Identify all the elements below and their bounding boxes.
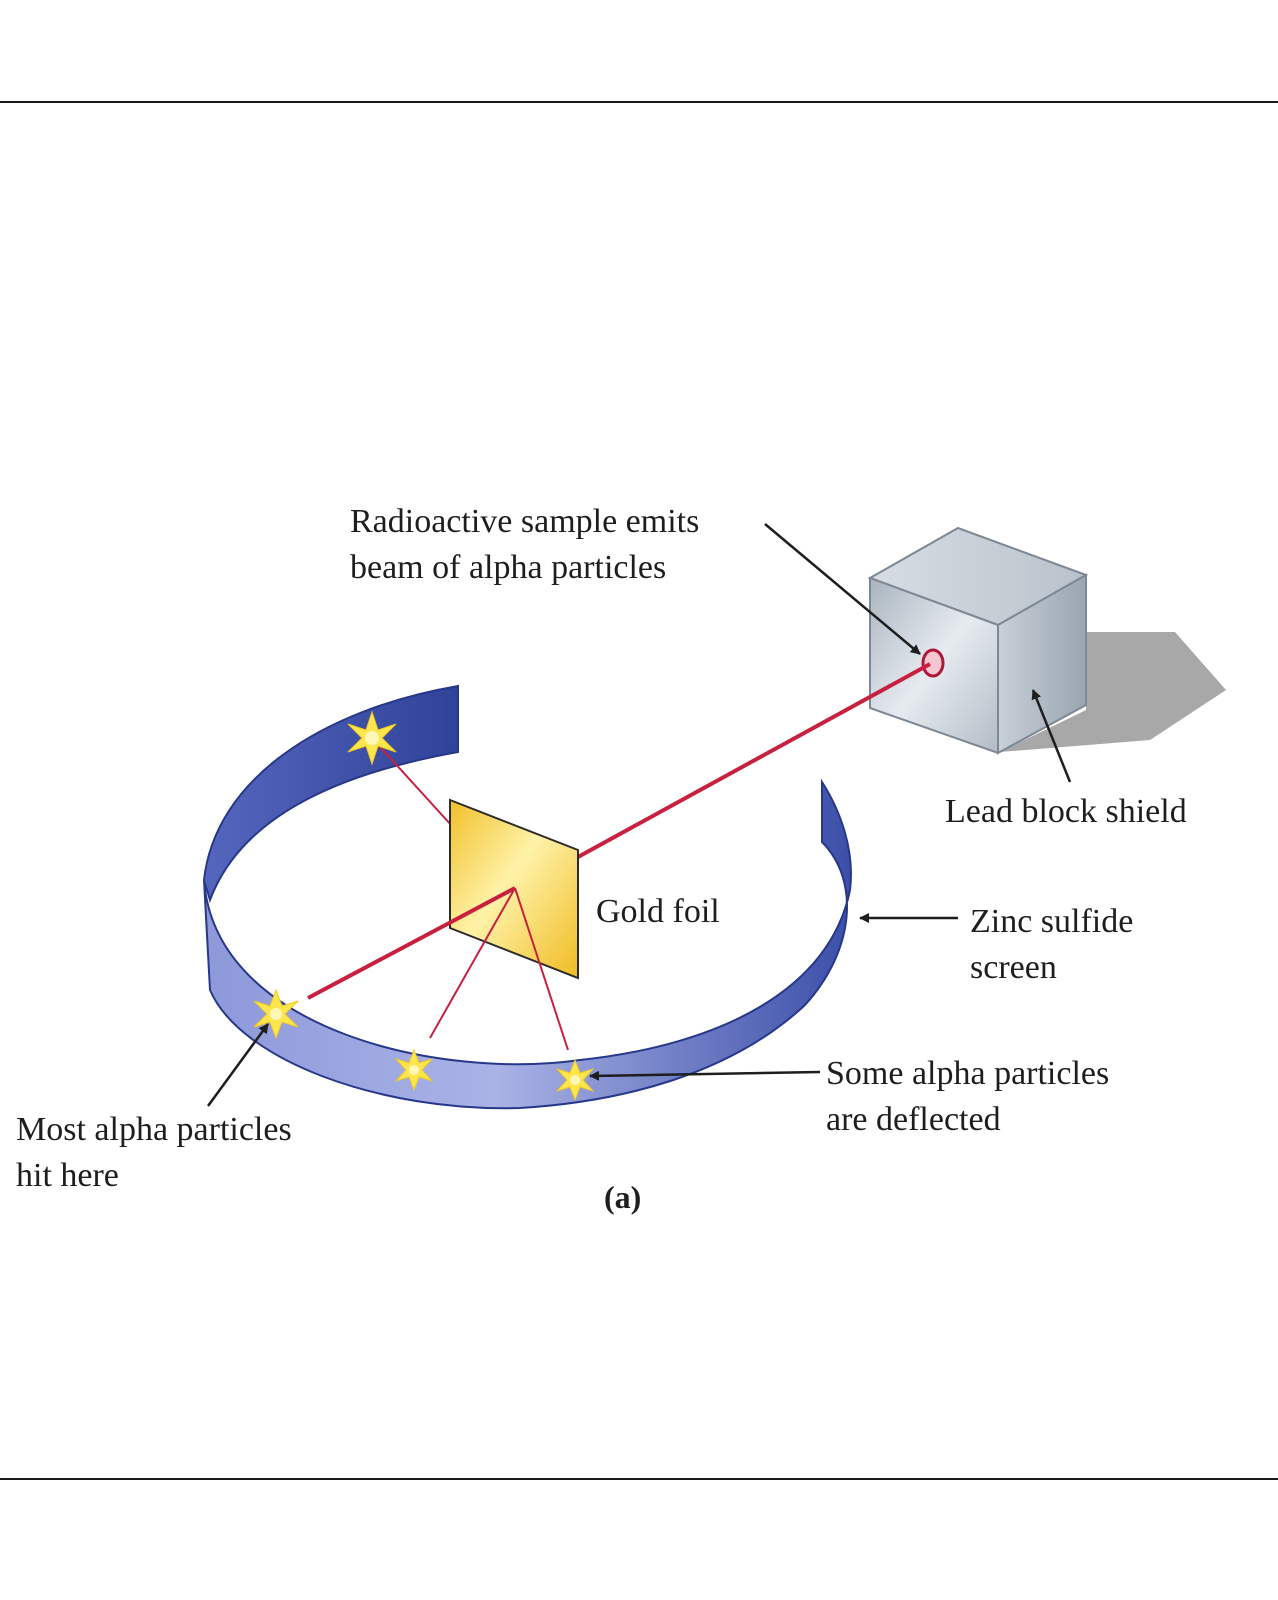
deflected-beam-2	[514, 887, 569, 1051]
label-zinc-line2: screen	[970, 949, 1057, 986]
alpha-beam-paths-front	[307, 886, 569, 1051]
block-side-face	[997, 573, 1087, 755]
screen-front-outer-surface	[203, 778, 852, 1110]
bottom-rule	[0, 1478, 1278, 1480]
flash-star-icon	[347, 710, 397, 766]
block-shadow	[1000, 632, 1226, 752]
label-radioactive-line2: beam of alpha particles	[350, 549, 666, 586]
label-deflected-line2: are deflected	[826, 1101, 1001, 1138]
label-gold-foil: Gold foil	[596, 893, 720, 930]
arrow-to-lead-block	[1031, 689, 1072, 783]
flash-star-icon	[555, 1058, 595, 1102]
lead-block-shield	[867, 526, 1226, 755]
label-deflected-line1: Some alpha particles	[826, 1055, 1109, 1092]
incoming-beam	[577, 662, 931, 859]
labels: Radioactive sample emits beam of alpha p…	[16, 503, 1187, 1215]
flash-star-icon	[394, 1048, 434, 1092]
label-lead-block: Lead block shield	[945, 793, 1187, 830]
undeflected-beam	[307, 886, 516, 1000]
flash-star-icon	[253, 988, 299, 1040]
backscatter-beam	[371, 737, 453, 827]
top-rule	[0, 101, 1278, 103]
deflected-beam-1	[429, 887, 516, 1039]
label-most-line2: hit here	[16, 1157, 119, 1194]
leader-arrows	[206, 523, 1072, 1107]
scintillation-flashes	[253, 710, 595, 1102]
arrow-to-sample	[764, 523, 921, 655]
arrow-to-deflected-flash	[589, 1070, 821, 1081]
sample-hole	[921, 648, 945, 678]
alpha-beam-paths-back	[371, 662, 931, 859]
label-most-line1: Most alpha particles	[16, 1111, 292, 1148]
figure-caption: (a)	[604, 1179, 641, 1215]
arrow-to-main-flash	[206, 1023, 270, 1107]
label-radioactive-line1: Radioactive sample emits	[350, 503, 699, 540]
label-zinc-line1: Zinc sulfide	[970, 903, 1133, 940]
screen-back-inner-surface	[202, 684, 459, 904]
